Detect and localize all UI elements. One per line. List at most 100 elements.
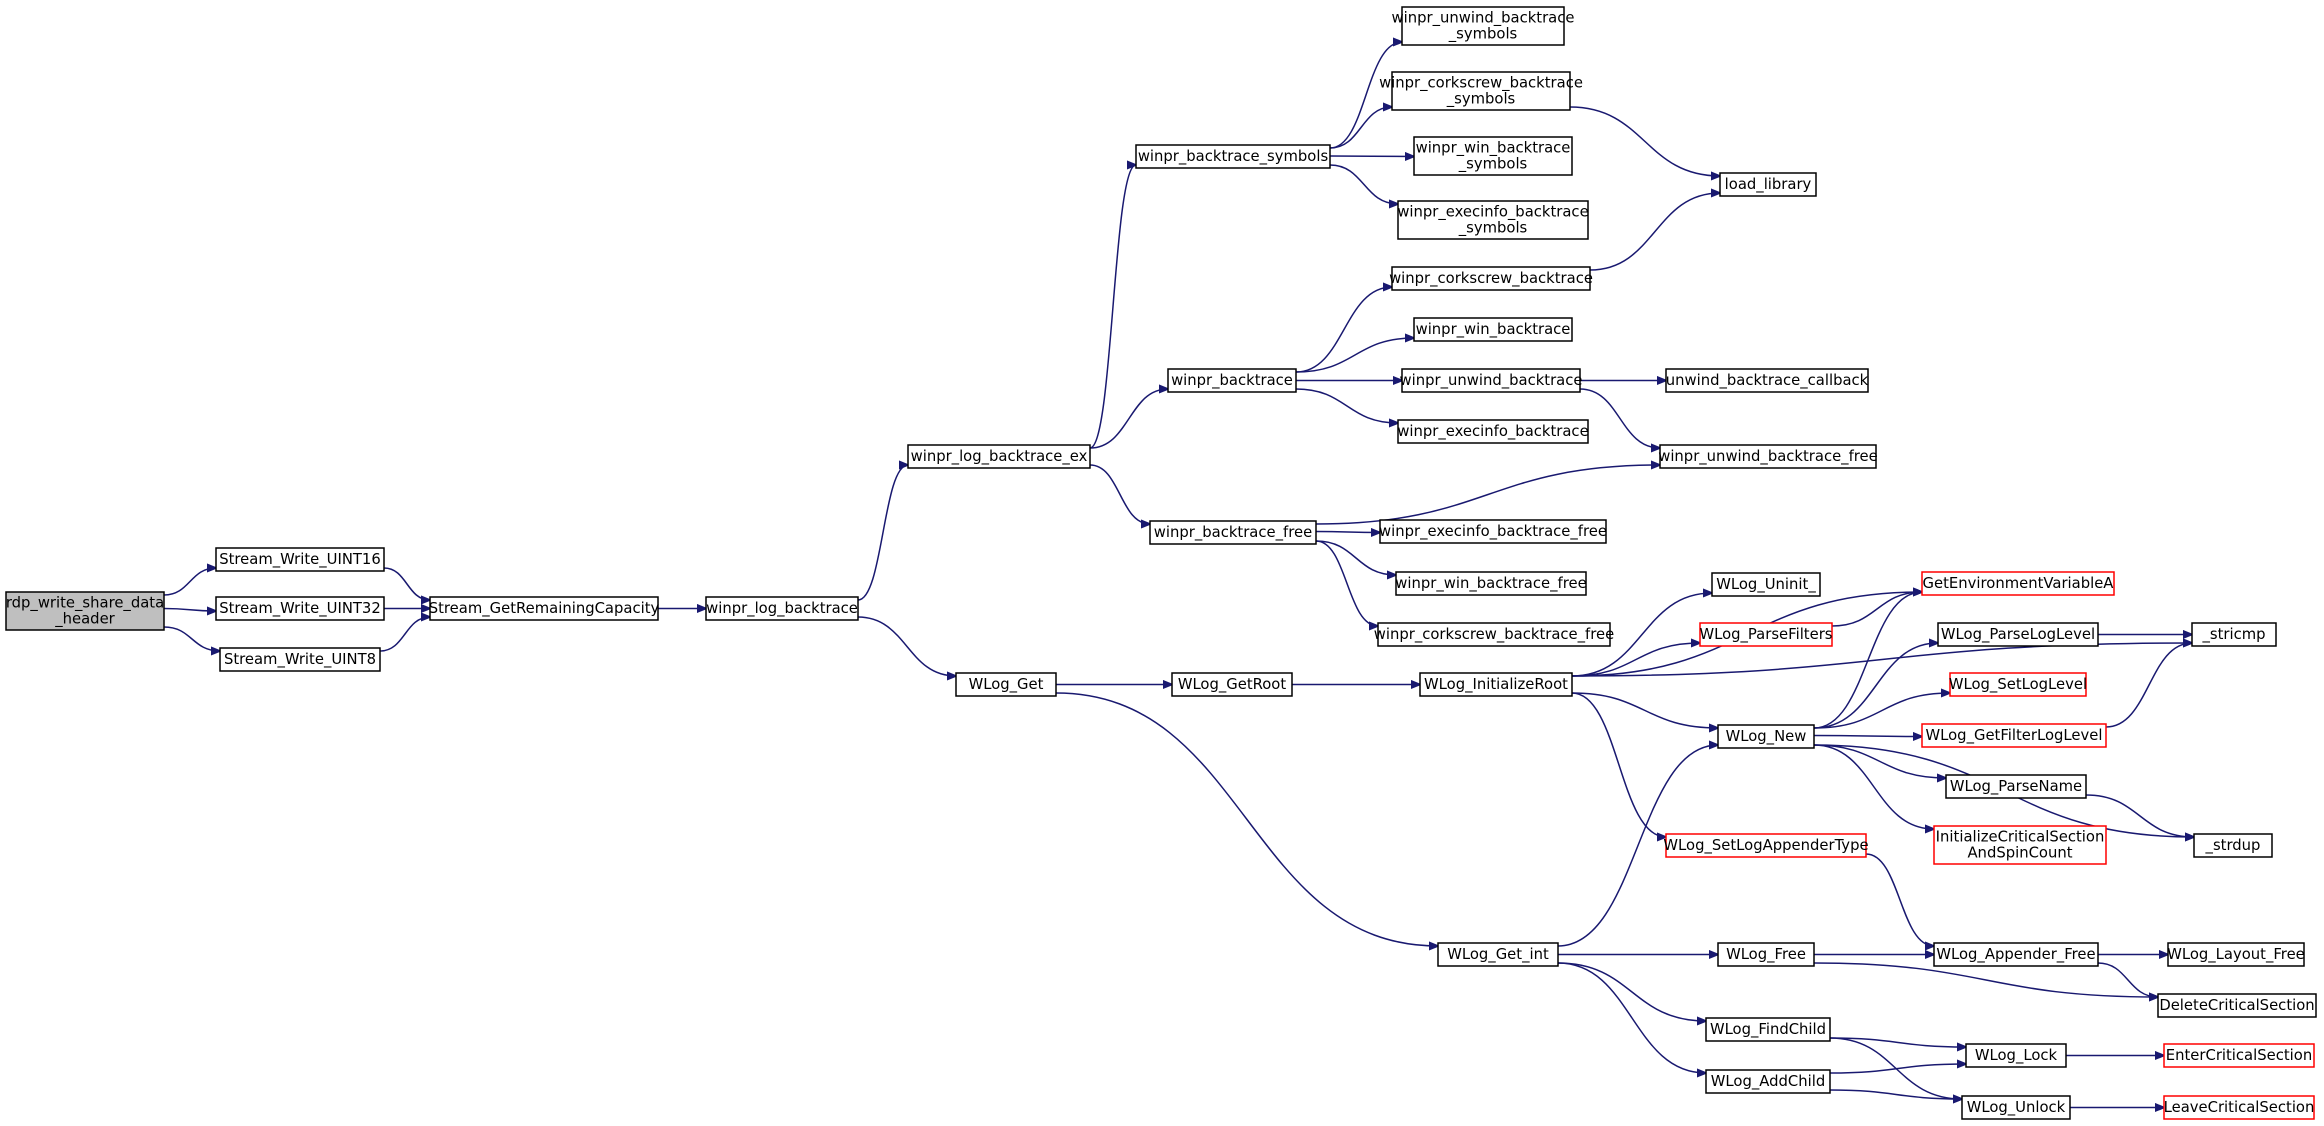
node-box [215,596,385,621]
node-label: _symbols [1458,156,1528,173]
edge-initroot-to-setapp [1571,692,1666,837]
node-initroot[interactable]: WLog_InitializeRoot [1419,672,1573,697]
node-uwbt[interactable]: winpr_unwind_backtrace [1400,368,1583,393]
node-box [2163,1095,2315,1120]
node-parsename[interactable]: WLog_ParseName [1945,774,2087,799]
node-cssym[interactable]: winpr_corkscrew_backtrace_symbols [1379,71,1583,111]
node-w16[interactable]: Stream_Write_UINT16 [215,547,385,572]
node-box [1933,942,2099,967]
node-getroot[interactable]: WLog_GetRoot [1171,672,1293,697]
edge-btfree-to-uwfree [1315,465,1660,525]
node-exfree[interactable]: winpr_execinfo_backtrace_free [1379,519,1607,544]
node-lbt[interactable]: winpr_log_backtrace [705,596,859,621]
edge-bt-to-winbt [1295,338,1414,373]
edge-bt-to-csbt [1295,287,1392,373]
node-csbt[interactable]: winpr_corkscrew_backtrace [1389,266,1593,291]
node-label: InitializeCriticalSection [1936,829,2105,846]
node-entercs[interactable]: EnterCriticalSection [2163,1043,2315,1068]
node-bt[interactable]: winpr_backtrace [1167,368,1297,393]
edge-appfree-to-delcs [2097,962,2158,997]
node-label: LeaveCriticalSection [2164,1099,2315,1116]
node-setapp[interactable]: WLog_SetLogAppenderType [1663,833,1869,858]
node-cap[interactable]: Stream_GetRemainingCapacity [429,596,660,621]
node-getenv[interactable]: GetEnvironmentVariableA [1921,571,2115,596]
node-box [1965,1043,2067,1068]
node-root: rdp_write_share_data_header [5,591,165,631]
node-getint[interactable]: WLog_Get_int [1437,942,1559,967]
edge-bt-to-exbt [1295,388,1398,423]
node-label: WLog_Layout_Free [2167,946,2305,963]
node-label: rdp_write_share_data [6,595,164,612]
node-winbt[interactable]: winpr_win_backtrace [1413,317,1573,342]
node-btfree[interactable]: winpr_backtrace_free [1149,520,1317,545]
node-label: winpr_backtrace_free [1154,524,1312,541]
edge-initroot-to-uninit [1571,593,1712,677]
node-addchild[interactable]: WLog_AddChild [1705,1069,1831,1094]
node-stricmp[interactable]: _stricmp [2191,622,2277,647]
node-uwfree[interactable]: winpr_unwind_backtrace_free [1658,444,1878,469]
node-setlevel[interactable]: WLog_SetLogLevel [1949,672,2087,697]
edge-setapp-to-appfree [1865,853,1934,946]
edge-lbtex-to-bt [1089,389,1168,449]
node-box [1659,444,1877,469]
node-delcs[interactable]: DeleteCriticalSection [2157,993,2317,1018]
node-filterlevel[interactable]: WLog_GetFilterLogLevel [1921,723,2107,748]
node-label: _header [54,611,115,628]
node-csfree[interactable]: winpr_corkscrew_backtrace_free [1374,622,1614,647]
node-label: winpr_corkscrew_backtrace [1389,270,1593,287]
node-winsym[interactable]: winpr_win_backtrace_symbols [1413,136,1573,176]
node-winfree[interactable]: winpr_win_backtrace_free [1395,571,1587,596]
node-lock[interactable]: WLog_Lock [1965,1043,2067,1068]
node-box [1149,520,1317,545]
edge-root-to-w8 [163,626,220,651]
node-label: WLog_ParseFilters [1699,626,1832,643]
node-label: WLog_Get_int [1447,946,1549,963]
node-label: winpr_backtrace [1171,372,1293,389]
edge-getint-to-addchild [1557,962,1706,1073]
node-label: WLog_AddChild [1711,1073,1825,1090]
node-box [1135,144,1331,169]
node-box [1401,6,1565,46]
node-uwsym[interactable]: winpr_unwind_backtrace_symbols [1392,6,1575,46]
edge-cssym-to-loadlib [1569,106,1720,176]
node-box [1665,833,1867,858]
node-bsym[interactable]: winpr_backtrace_symbols [1135,144,1331,169]
edge-wlnew-to-getenv [1813,592,1922,729]
node-box [219,647,381,672]
node-strdup[interactable]: _strdup [2193,833,2273,858]
node-uninit[interactable]: WLog_Uninit_ [1711,572,1821,597]
node-appfree[interactable]: WLog_Appender_Free [1933,942,2099,967]
node-layoutfree[interactable]: WLog_Layout_Free [2167,942,2305,967]
node-wlfree[interactable]: WLog_Free [1717,942,1815,967]
node-box [1705,1069,1831,1094]
node-label: winpr_execinfo_backtrace_free [1379,523,1607,540]
node-box [215,547,385,572]
node-findchild[interactable]: WLog_FindChild [1705,1017,1831,1042]
node-lbtex[interactable]: winpr_log_backtrace_ex [907,444,1091,469]
node-uwcb[interactable]: unwind_backtrace_callback [1665,368,1869,393]
node-label: winpr_execinfo_backtrace [1397,423,1588,440]
node-label: winpr_execinfo_backtrace [1397,204,1588,221]
node-loadlib[interactable]: load_library [1719,172,1817,197]
node-w32[interactable]: Stream_Write_UINT32 [215,596,385,621]
node-box [1961,1095,2071,1120]
node-parselevel[interactable]: WLog_ParseLogLevel [1937,622,2099,647]
node-box [1921,571,2115,596]
node-wlget[interactable]: WLog_Get [955,672,1057,697]
node-box [1665,368,1869,393]
node-exsym[interactable]: winpr_execinfo_backtrace_symbols [1397,200,1589,240]
node-box [1167,368,1297,393]
node-unlock[interactable]: WLog_Unlock [1961,1095,2071,1120]
node-box [2191,622,2277,647]
node-label: _symbols [1448,26,1518,43]
node-box [1437,942,1559,967]
node-label: WLog_Unlock [1967,1099,2066,1116]
node-leavecs[interactable]: LeaveCriticalSection [2163,1095,2315,1120]
node-parsefilters[interactable]: WLog_ParseFilters [1699,622,1833,647]
node-w8[interactable]: Stream_Write_UINT8 [219,647,381,672]
node-wlnew[interactable]: WLog_New [1717,724,1815,749]
node-exbt[interactable]: winpr_execinfo_backtrace [1397,419,1589,444]
edge-filterlevel-to-stricmp [2105,643,2192,728]
